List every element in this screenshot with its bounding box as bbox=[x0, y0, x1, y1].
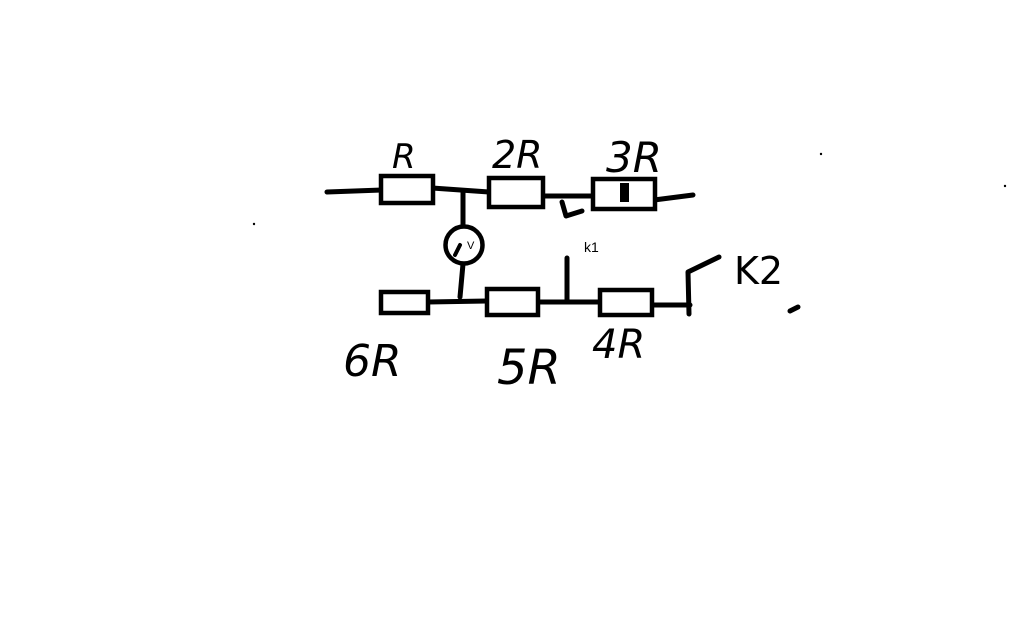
label-R: R bbox=[392, 137, 416, 177]
label-3R: 3R bbox=[606, 133, 662, 182]
resistor-4R bbox=[597, 287, 655, 318]
resistor-3R-mark bbox=[620, 183, 629, 202]
resistor-5R bbox=[484, 286, 541, 318]
voltmeter-label: V bbox=[467, 240, 475, 252]
resistor-6R bbox=[378, 289, 431, 316]
label-k1: k1 bbox=[584, 239, 599, 255]
label-6R: 6R bbox=[343, 336, 402, 387]
stray-dot-3 bbox=[1003, 184, 1007, 188]
wire-bottom-6r-to-5r bbox=[425, 298, 490, 305]
wire-switch-k1-stub-top bbox=[559, 199, 585, 219]
resistor-2R bbox=[486, 175, 546, 210]
label-k2: K2 bbox=[734, 249, 783, 293]
voltmeter-needle bbox=[453, 243, 462, 257]
wire-voltmeter-bottom bbox=[457, 261, 466, 300]
wire-top-r-to-2r bbox=[429, 185, 492, 195]
wire-top-right bbox=[651, 192, 696, 203]
switch-k2-blade bbox=[685, 254, 722, 317]
resistor-R bbox=[378, 173, 436, 206]
label-2R: 2R bbox=[492, 133, 543, 177]
wire-top-left bbox=[324, 187, 385, 195]
switch-k2-contact bbox=[787, 304, 801, 314]
stray-dot-1 bbox=[252, 222, 256, 226]
voltmeter bbox=[443, 224, 485, 266]
label-4R: 4R bbox=[592, 322, 645, 368]
label-5R: 5R bbox=[497, 340, 561, 396]
stray-dot-2 bbox=[819, 152, 823, 156]
